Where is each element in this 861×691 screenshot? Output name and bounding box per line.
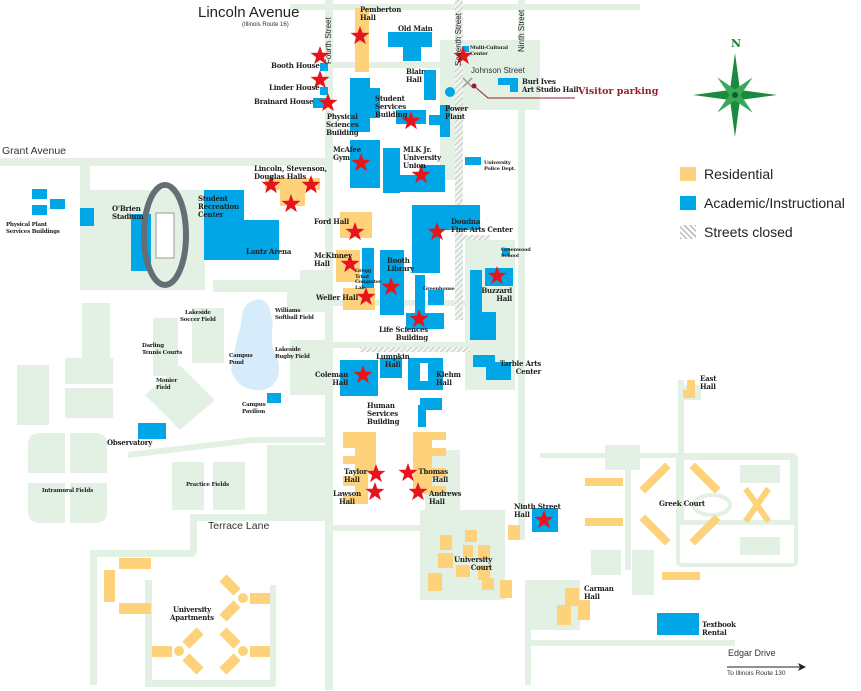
label-lincoln-stevenson-douglas[interactable]: Lincoln, Stevenson, Douglas Halls [254,164,327,181]
label-textbook-rental[interactable]: Textbook Rental [702,620,736,637]
label-campus-pavilion[interactable]: Campus Pavilion [242,402,266,415]
label-student-services[interactable]: Student Services Building [375,94,408,119]
route-130-label: To Illinois Route 130 [727,670,786,677]
closed-street-segment [360,347,470,352]
label-lawson-hall[interactable]: Lawson Hall [333,489,361,506]
label-darling-tennis[interactable]: Darling Tennis Courts [142,343,183,356]
label-multicultural-center[interactable]: Multi-Cultural Center [470,45,508,57]
stadium-track [141,182,189,288]
legend-academic-label: Academic/Instructional [704,195,845,211]
label-greenwood-school[interactable]: Greenwood School [501,247,531,259]
label-university-apartments[interactable]: University Apartments [170,605,214,622]
label-university-police[interactable]: University Police Dept. [484,160,516,172]
legend-streets-closed: Streets closed [680,224,845,240]
label-obrien-stadium[interactable]: O'Brien Stadium [112,204,144,221]
label-ninth-street-hall[interactable]: Ninth Street Hall [514,502,561,519]
label-physical-plant[interactable]: Physical Plant Services Buildings [6,222,60,235]
label-university-court[interactable]: University Court [454,555,492,572]
label-old-main[interactable]: Old Main [398,24,433,33]
label-monier-field[interactable]: Monier Field [156,378,178,391]
label-campus-pond[interactable]: Campus Pond [229,353,253,366]
label-tarble-arts[interactable]: Tarble Arts Center [499,359,542,376]
visitor-parking-label[interactable]: Visitor parking [578,86,659,97]
paths-and-fields [0,0,795,690]
label-physical-sciences[interactable]: Physical Sciences Building [326,112,359,137]
street-grant-avenue: Grant Avenue [2,145,67,157]
street-fourth: Fourth Street [324,17,333,64]
label-pemberton-hall[interactable]: Pemberton Hall [360,5,402,22]
street-ninth: Ninth Street [517,9,526,52]
label-practice-fields[interactable]: Practice Fields [186,482,229,488]
label-ford-hall[interactable]: Ford Hall [314,217,349,226]
street-edgar-drive: Edgar Drive [728,648,776,658]
label-greenhouse[interactable]: Greenhouse [423,286,455,292]
label-blair-hall[interactable]: Blair Hall [406,67,425,84]
compass-rose-icon [693,53,777,137]
closed-street-segment [460,235,490,240]
legend-closed-label: Streets closed [704,224,793,240]
academic-swatch [680,196,696,210]
label-thomas-hall[interactable]: Thomas Hall [418,467,448,484]
visitor-parking-marker[interactable] [462,77,575,99]
street-lincoln-subtitle: (Illinois Route 16) [242,22,289,28]
label-power-plant[interactable]: Power Plant [445,104,468,121]
label-booth-library[interactable]: Booth Library [387,256,415,273]
map-legend: Residential Academic/Instructional Stree… [680,166,845,253]
label-klehm-hall[interactable]: Klehm Hall [436,370,461,387]
label-life-sciences[interactable]: Life Sciences Building [378,325,428,342]
label-doudna[interactable]: Doudna Fine Arts Center [451,217,513,234]
legend-residential-label: Residential [704,166,774,182]
residential-swatch [680,167,696,181]
legend-academic: Academic/Instructional [680,195,845,211]
label-taylor-hall[interactable]: Taylor Hall [344,467,367,484]
label-intramural-fields[interactable]: Intramural Fields [42,488,93,494]
streets-closed-swatch [680,225,696,239]
label-burl-ives[interactable]: Burl Ives Art Studio Hall [522,77,579,94]
label-human-services[interactable]: Human Services Building [367,401,400,426]
closed-street-seventh [455,0,463,320]
label-williams-softball[interactable]: Williams Softball Field [275,308,314,321]
star-icon[interactable] [365,482,385,501]
campus-pond [231,299,279,391]
label-mlk-union[interactable]: MLK Jr. University Union [403,145,441,170]
residential-buildings [104,8,771,675]
label-lakeside-soccer[interactable]: Lakeside Soccer Field [180,310,216,323]
label-east-hall[interactable]: East Hall [700,374,717,391]
label-student-recreation-center[interactable]: Student Recreation Center [198,194,239,219]
label-andrews-hall[interactable]: Andrews Hall [429,489,462,506]
label-lumpkin-hall[interactable]: Lumpkin Hall [376,352,410,369]
compass-north-label: N [731,37,742,50]
label-weller-hall[interactable]: Weller Hall [316,293,358,302]
label-linder-house[interactable]: Linder House [269,83,320,92]
label-booth-house[interactable]: Booth House [271,61,320,70]
label-mckinney-hall[interactable]: McKinney Hall [314,251,352,268]
label-brainard-house[interactable]: Brainard House [254,97,314,106]
label-lantz-arena[interactable]: Lantz Arena [246,247,292,256]
label-carman-hall[interactable]: Carman Hall [584,584,614,601]
street-seventh: Seventh Street [454,13,463,66]
label-greek-court[interactable]: Greek Court [659,499,705,508]
label-observatory[interactable]: Observatory [107,438,153,447]
street-terrace-lane: Terrace Lane [208,520,270,532]
academic-buildings [32,32,699,635]
label-buzzard-hall[interactable]: Buzzard Hall [481,286,512,303]
street-johnson: Johnson Street [471,66,525,75]
label-mcafee-gym[interactable]: McAfee Gym [333,145,362,162]
label-lakeside-rugby[interactable]: Lakeside Rugby Field [275,347,310,360]
street-lincoln-avenue: Lincoln Avenue [198,4,300,21]
legend-residential: Residential [680,166,845,182]
label-coleman-hall[interactable]: Coleman Hall [315,370,348,387]
label-computer-lab[interactable]: Gregg Triad Computer Lab [355,268,382,291]
